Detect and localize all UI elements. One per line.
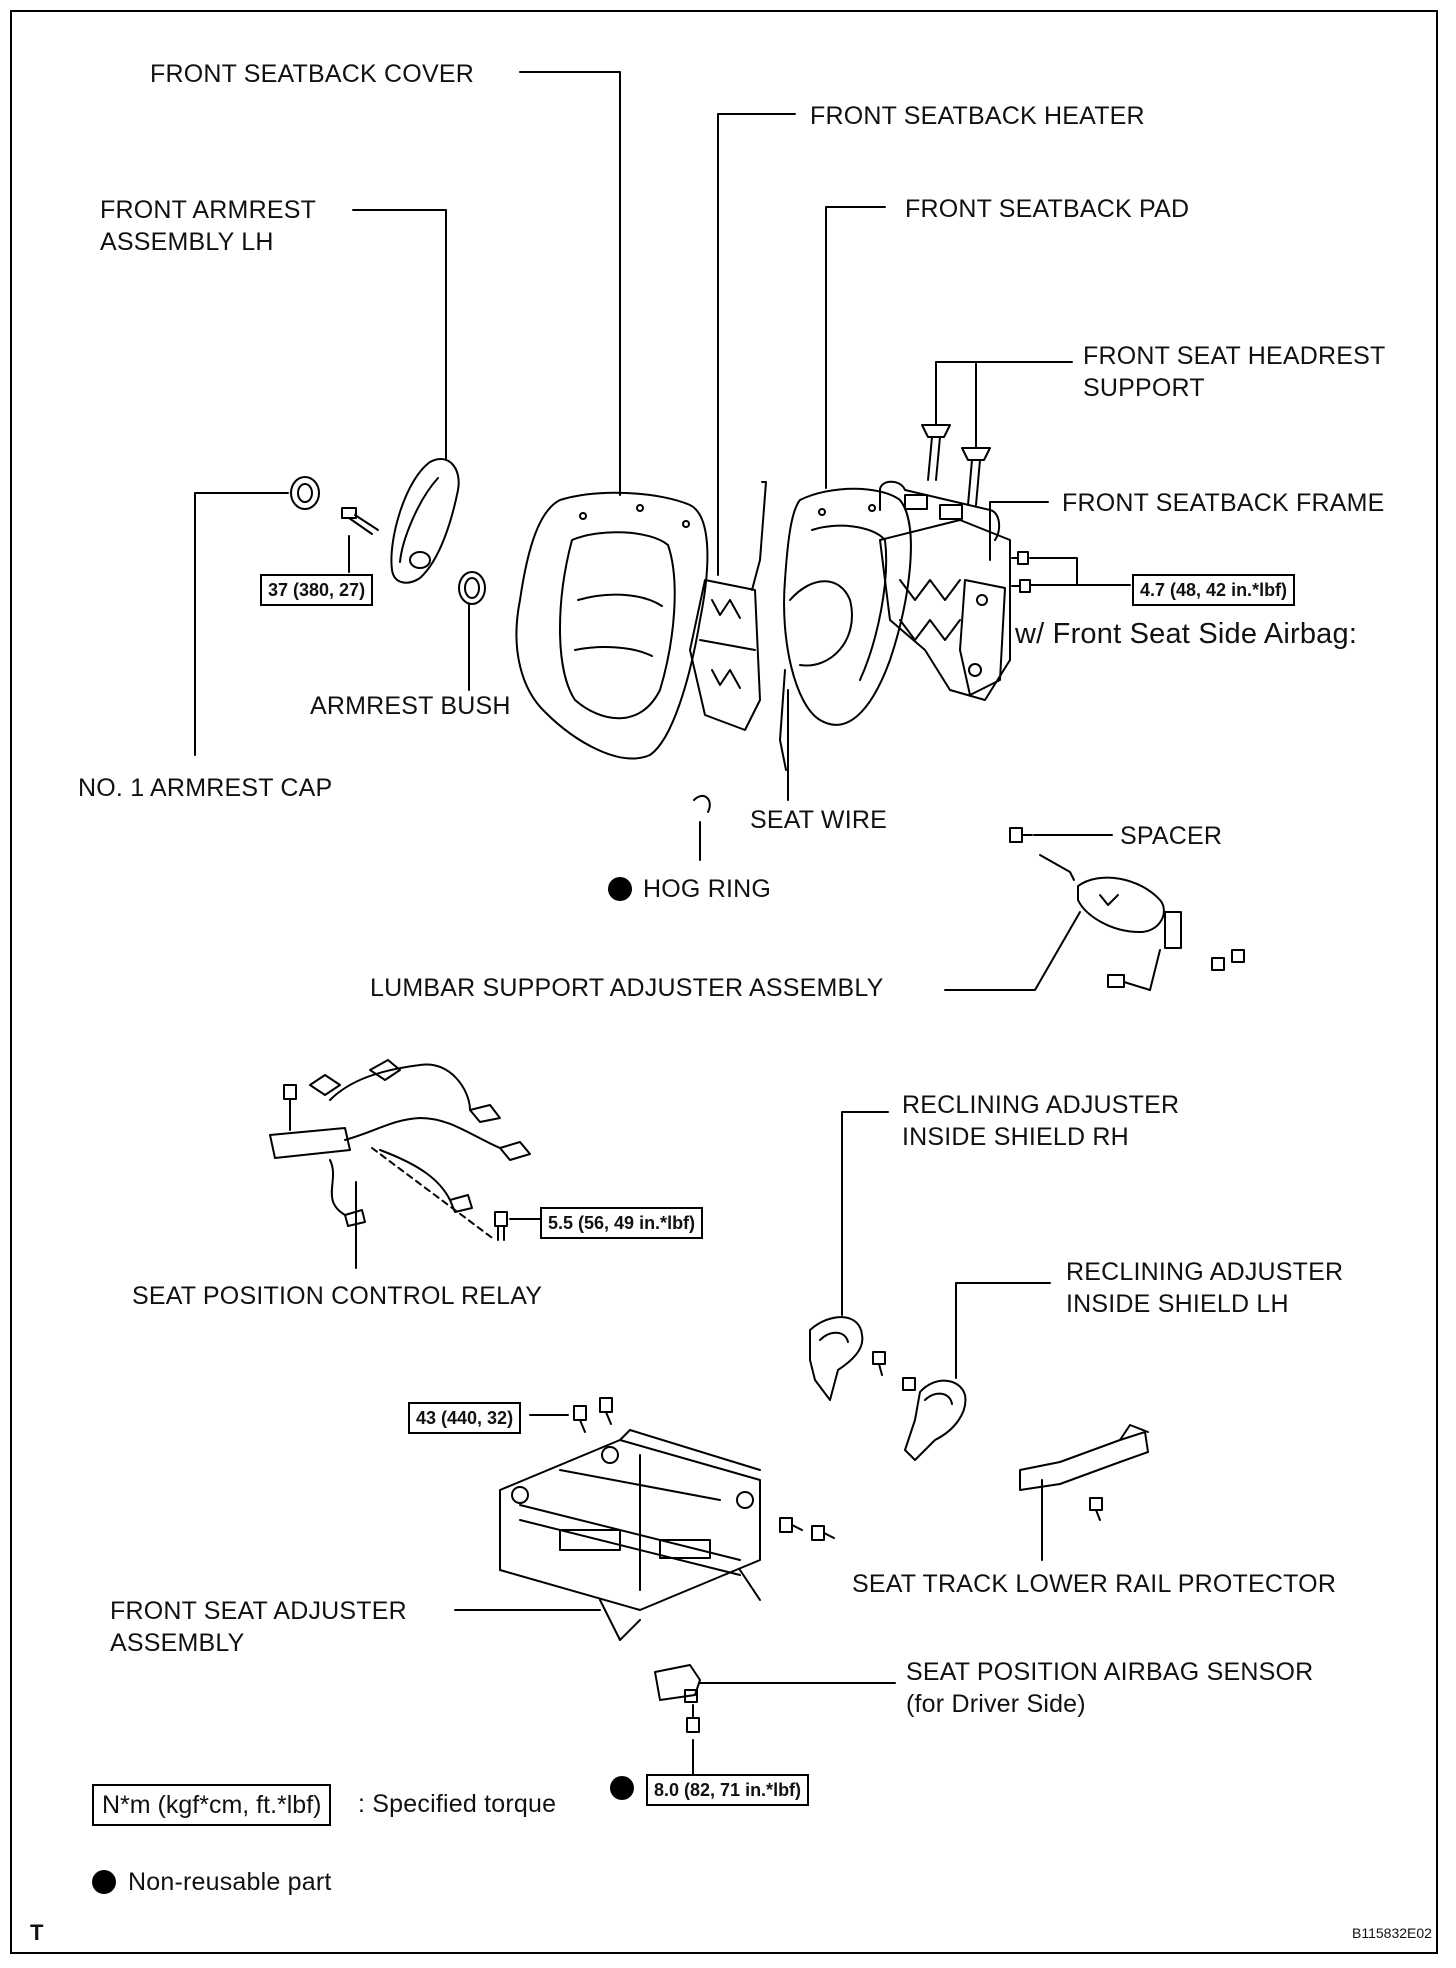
lumbar-support-adjuster-part <box>1039 854 1245 991</box>
spacer-part <box>1009 827 1033 843</box>
leader-front-seatback-heater <box>717 113 796 576</box>
leader-shield-rh <box>841 1111 889 1316</box>
torque-relay: 5.5 (56, 49 in.*lbf) <box>540 1207 704 1239</box>
torque-seatback-frame: 4.7 (48, 42 in.*lbf) <box>1132 574 1296 606</box>
label-seat-position-airbag-sensor: SEAT POSITION AIRBAG SENSOR (for Driver … <box>906 1658 1314 1718</box>
frame-bolt-part <box>1011 551 1031 593</box>
diagram-frame <box>10 10 1438 1954</box>
corner-mark-t: T <box>30 1920 44 1945</box>
legend-torque-text: : Specified torque <box>358 1790 557 1818</box>
seatback-heater-part <box>689 579 761 731</box>
torque-sensor: 8.0 (82, 71 in.*lbf) <box>646 1774 810 1806</box>
headrest-support-part <box>921 424 991 506</box>
figure-id: B115832E02 <box>1352 1925 1432 1941</box>
leader-front-armrest <box>352 209 447 461</box>
front-seatback-pad-part <box>783 487 912 726</box>
label-seat-track-lower-rail-protector: SEAT TRACK LOWER RAIL PROTECTOR <box>852 1570 1337 1598</box>
front-armrest-part <box>390 457 460 584</box>
label-w-front-seat-side-airbag: w/ Front Seat Side Airbag: <box>1015 618 1358 650</box>
adjuster-bolt-top-part <box>573 1397 613 1433</box>
front-seatback-cover-part <box>515 491 709 760</box>
label-front-seatback-cover: FRONT SEATBACK COVER <box>150 60 474 88</box>
label-reclining-adjuster-inside-shield-lh: RECLINING ADJUSTER INSIDE SHIELD LH <box>1066 1258 1344 1318</box>
label-seat-position-control-relay: SEAT POSITION CONTROL RELAY <box>132 1282 543 1310</box>
label-seat-wire: SEAT WIRE <box>750 806 888 834</box>
leader-shield-lh <box>955 1282 1051 1379</box>
label-hog-ring: HOG RING <box>643 875 771 903</box>
adjuster-bolt-right-part <box>779 1517 835 1541</box>
torque-adjuster: 43 (440, 32) <box>408 1402 522 1434</box>
label-spacer: SPACER <box>1120 822 1223 850</box>
hog-ring-part <box>693 794 711 813</box>
leader-lines <box>194 71 1131 1778</box>
leader-front-seatback-pad <box>825 206 886 489</box>
label-lumbar-support-adjuster-assembly: LUMBAR SUPPORT ADJUSTER ASSEMBLY <box>370 974 884 1002</box>
leader-armrest-cap <box>194 492 289 756</box>
reclining-shield-rh-part <box>809 1316 886 1401</box>
label-front-seatback-heater: FRONT SEATBACK HEATER <box>810 102 1145 130</box>
seat-position-control-relay-part <box>269 1059 531 1241</box>
leader-lumbar <box>944 911 1081 991</box>
legend-non-reusable-dot <box>92 1870 116 1894</box>
seat-position-airbag-sensor-part <box>654 1664 701 1733</box>
armrest-bolt-part <box>341 507 379 535</box>
front-seat-adjuster-part <box>499 1429 761 1641</box>
armrest-bush-part <box>458 571 486 605</box>
leader-relay-torque-dash <box>371 1147 496 1241</box>
sensor-bolt-non-reusable-dot <box>610 1776 634 1800</box>
leader-headrest-support <box>935 361 1073 426</box>
leader-seatback-frame <box>989 501 1049 561</box>
label-reclining-adjuster-inside-shield-rh: RECLINING ADJUSTER INSIDE SHIELD RH <box>902 1091 1180 1151</box>
leader-front-seatback-cover <box>519 71 621 496</box>
seat-wire-part <box>751 481 853 771</box>
label-front-armrest-assembly-lh: FRONT ARMREST ASSEMBLY LH <box>100 196 317 256</box>
seatback-frame-part <box>879 480 1011 701</box>
torque-armrest: 37 (380, 27) <box>260 574 374 606</box>
reclining-shield-lh-part <box>902 1377 967 1461</box>
label-no1-armrest-cap: NO. 1 ARMREST CAP <box>78 774 333 802</box>
armrest-cap-part <box>290 476 320 510</box>
label-front-seatback-pad: FRONT SEATBACK PAD <box>905 195 1190 223</box>
leader-frame-torque <box>1029 557 1131 586</box>
legend-non-reusable-text: Non-reusable part <box>128 1868 332 1896</box>
label-front-seat-headrest-support: FRONT SEAT HEADREST SUPPORT <box>1083 342 1386 402</box>
label-armrest-bush: ARMREST BUSH <box>310 692 511 720</box>
legend-torque-box: N*m (kgf*cm, ft.*lbf) <box>92 1784 332 1826</box>
label-front-seatback-frame: FRONT SEATBACK FRAME <box>1062 489 1385 517</box>
hog-ring-non-reusable-dot <box>608 877 632 901</box>
label-front-seat-adjuster-assembly: FRONT SEAT ADJUSTER ASSEMBLY <box>110 1597 407 1657</box>
seat-track-lower-rail-protector-part <box>1019 1424 1149 1521</box>
